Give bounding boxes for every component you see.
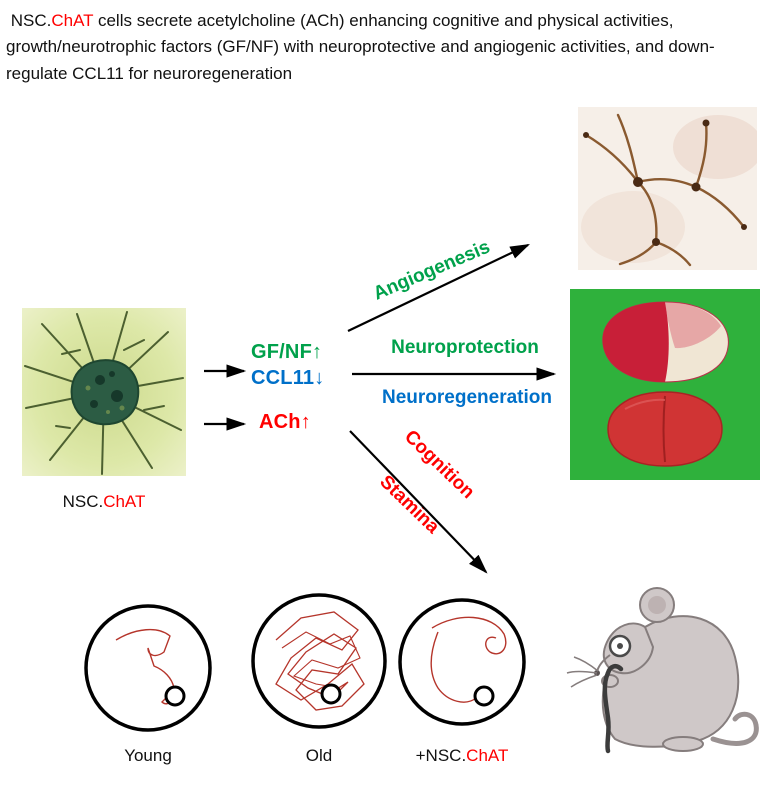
title-pre: NSC. [6, 11, 52, 30]
title-post: cells secrete acetylcholine (ACh) enhanc… [6, 11, 715, 83]
treated-label-pre: +NSC. [415, 746, 467, 765]
nsc-cell-caption: NSC.ChAT [22, 492, 186, 512]
track-old-caption: Old [305, 746, 333, 765]
track-young-target [164, 685, 186, 707]
track-young [84, 604, 212, 732]
nsc-cell-micrograph [22, 308, 186, 476]
track-treated-target [473, 685, 495, 707]
title-chat-highlight: ChAT [51, 11, 94, 30]
angiogenesis-stain-image [578, 107, 757, 270]
track-treated-caption: +NSC.ChAT [372, 746, 552, 766]
pathway-neuroprotection: Neuroprotection [391, 337, 539, 358]
old-mouse-cartoon [566, 587, 759, 754]
healthy-brain-slice [607, 391, 723, 467]
cell-label-pre: NSC. [62, 492, 104, 511]
mediator-gfnf: GF/NF↑ [251, 341, 323, 363]
track-young-caption: Young [124, 746, 172, 765]
cell-label-chat: ChAT [103, 492, 146, 511]
track-treated [398, 598, 526, 726]
mediator-ccl11: CCL11↓ [251, 367, 325, 389]
figure-title: NSC.ChAT cells secrete acetylcholine (AC… [6, 8, 758, 87]
mediator-ach: ACh↑ [259, 411, 311, 433]
track-old-target [320, 683, 342, 705]
treated-label-chat: ChAT [466, 746, 509, 765]
pathway-neuroregeneration: Neuroregeneration [382, 387, 552, 408]
infarct-brain-slice [602, 301, 729, 383]
brain-slices-image [570, 289, 760, 480]
track-old [251, 593, 387, 729]
pathway-angiogenesis: Angiogenesis [370, 236, 494, 305]
